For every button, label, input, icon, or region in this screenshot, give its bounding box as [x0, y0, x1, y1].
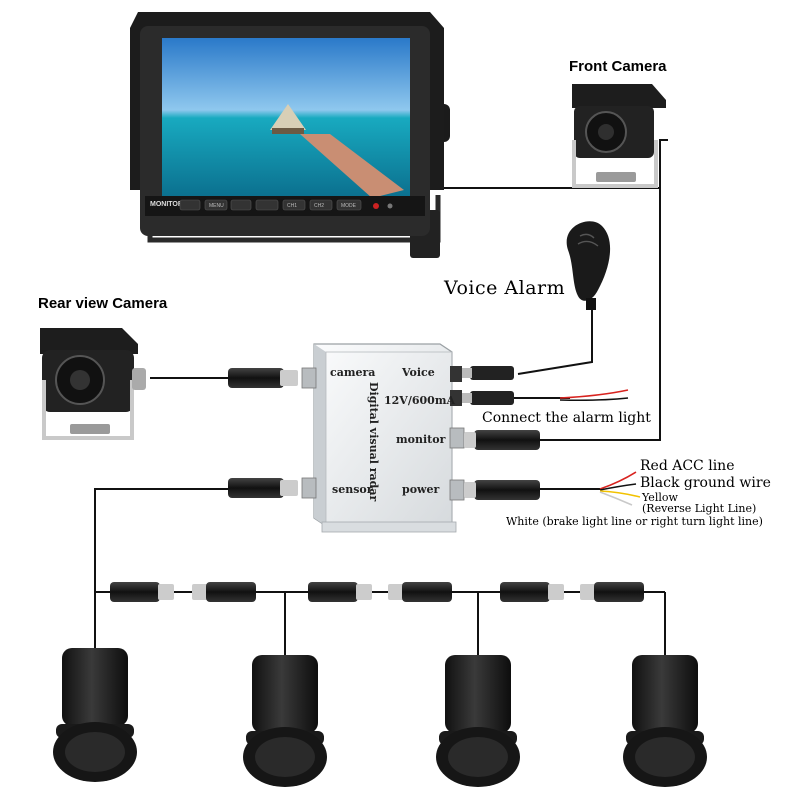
yellow-label: Yellow [642, 491, 678, 504]
sensor-1 [53, 648, 137, 782]
box-voice-label: Voice [402, 366, 435, 379]
sensor-2 [243, 655, 327, 787]
box-power-spec-label: 12V/600mA [384, 394, 455, 407]
front-camera [572, 84, 666, 188]
box-sensor-label: sensor [332, 483, 373, 496]
connectors [110, 366, 644, 602]
sensor-3 [436, 655, 520, 787]
wire-sensor-trunk [94, 488, 230, 648]
monitor-button-label: MENU [209, 203, 224, 209]
sensor-4 [623, 655, 707, 787]
monitor-button-label: CH1 [287, 203, 297, 209]
parking-sensors [53, 648, 707, 787]
wire-monitor-port [540, 188, 661, 441]
rear-camera-label: Rear view Camera [38, 295, 168, 312]
control-box [301, 343, 465, 533]
monitor-button-label: CH2 [314, 203, 324, 209]
box-camera-label: camera [330, 366, 376, 379]
monitor-unit: MONITOR MENU CH1 CH2 MODE [130, 12, 450, 258]
reverse-light-label: (Reverse Light Line) [642, 502, 757, 515]
red-acc-label: Red ACC line [640, 458, 735, 474]
voice-alarm-label: Voice Alarm [444, 277, 566, 299]
wire-monitor-front-camera [442, 139, 668, 189]
front-camera-label: Front Camera [569, 58, 667, 75]
box-vertical-title: Digital visual radar [367, 382, 380, 502]
box-monitor-label: monitor [396, 433, 446, 446]
rear-camera [40, 328, 146, 440]
box-power-label: power [402, 483, 440, 496]
power-leads [559, 389, 641, 506]
wire-voice-alarm [517, 308, 593, 375]
voice-alarm-speaker [566, 221, 611, 310]
monitor-button-label: MODE [341, 203, 357, 209]
bus-plugs [110, 582, 644, 602]
connect-alarm-light-label: Connect the alarm light [482, 410, 651, 426]
black-ground-label: Black ground wire [640, 475, 771, 491]
wires [94, 139, 668, 655]
white-brake-label: White (brake light line or right turn li… [506, 515, 763, 528]
monitor-brand: MONITOR [150, 201, 183, 208]
